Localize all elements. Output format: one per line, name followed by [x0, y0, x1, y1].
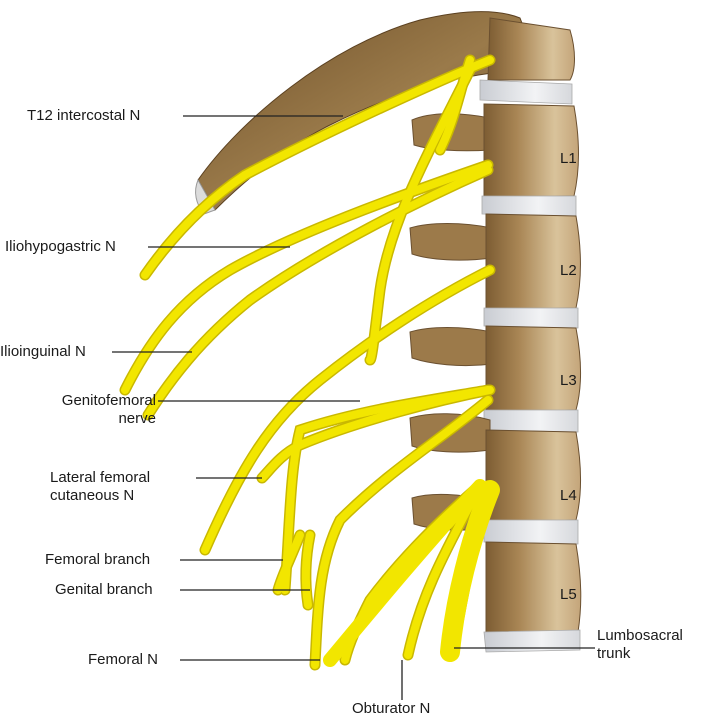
sacral-disc: [483, 629, 581, 653]
label-iliohypogastric: Iliohypogastric N: [5, 238, 116, 255]
label-genitofemoral: Genitofemoral nerve: [0, 392, 156, 428]
vertebra-l3-body: [485, 325, 581, 415]
disc-t12-l1: [479, 79, 573, 105]
label-lateral-femoral-line2: cutaneous N: [50, 487, 135, 504]
vertebra-label-l1: L1: [560, 150, 577, 167]
label-femoral-nerve: Femoral N: [88, 651, 159, 668]
transverse-process-l2: [409, 223, 493, 261]
label-genitofemoral-line1: Genitofemoral: [61, 392, 156, 409]
vertebra-l4-body: [485, 429, 581, 525]
label-lumbosacral-line1: Lumbosacral: [597, 627, 683, 644]
label-genitofemoral-line2: nerve: [118, 410, 156, 427]
vertebra-label-l5: L5: [560, 586, 577, 603]
disc-l3-l4: [483, 409, 579, 433]
disc-l2-l3: [483, 307, 579, 329]
label-femoral-branch: Femoral branch: [45, 551, 151, 568]
label-genital-branch: Genital branch: [55, 581, 153, 598]
transverse-process-l3: [409, 327, 493, 367]
label-obturator-nerve: Obturator N: [352, 700, 431, 717]
label-ilioinguinal: Ilioinguinal N: [0, 343, 86, 360]
vertebra-label-l2: L2: [560, 262, 577, 279]
label-lateral-femoral-line1: Lateral femoral: [50, 469, 151, 486]
disc-l4-l5: [483, 519, 579, 545]
vertebra-label-l3: L3: [560, 372, 577, 389]
leader-lines: [112, 115, 595, 700]
label-lumbosacral-trunk: Lumbosacral trunk: [597, 627, 683, 663]
label-lumbosacral-line2: trunk: [597, 645, 631, 662]
nerves: [119, 54, 500, 671]
disc-l1-l2: [481, 195, 577, 217]
vertebra-label-l4: L4: [560, 487, 577, 504]
label-t12-intercostal: T12 intercostal N: [27, 107, 141, 124]
t12-vertebra: [487, 17, 575, 81]
label-lateral-femoral-cutaneous: Lateral femoral cutaneous N: [50, 469, 150, 505]
